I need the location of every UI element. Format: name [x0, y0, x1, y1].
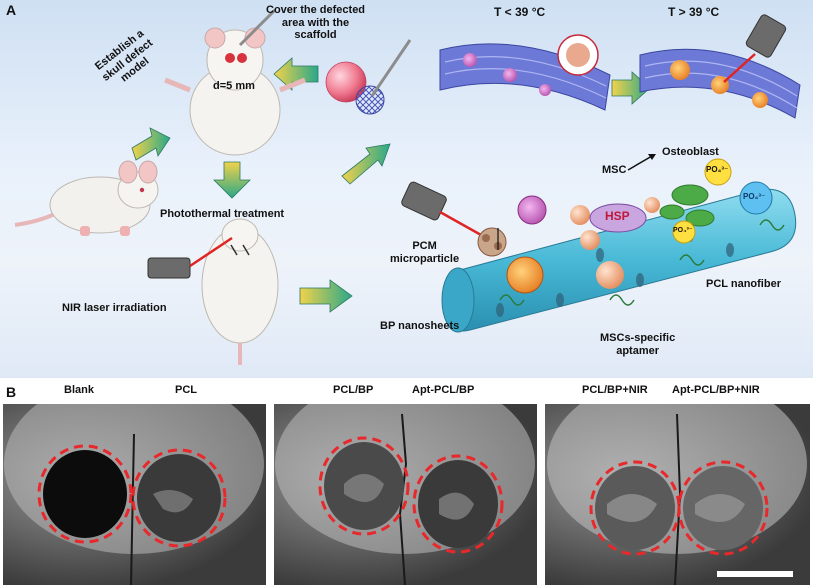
- group-label-pcl: PCL: [175, 384, 197, 396]
- fiber-mesh-high-temp: [639, 14, 801, 119]
- laser-device-left: [147, 236, 233, 279]
- po4-spheres: [672, 158, 773, 244]
- label-aptamer: MSCs-specific aptamer: [600, 332, 676, 357]
- label-pcl-nanofiber: PCL nanofiber: [706, 278, 781, 290]
- defect-ring-apt-pcl-bp: [412, 454, 504, 554]
- defect-ring-pcl-bp: [318, 436, 410, 536]
- panel-b-letter: B: [6, 384, 17, 400]
- aptamers: [499, 219, 785, 306]
- label-diameter: d=5 mm: [213, 80, 255, 92]
- msc-cells: [506, 195, 660, 294]
- laser-device-right: [401, 181, 491, 242]
- arrow-down: [213, 161, 251, 199]
- panel-a-letter: A: [6, 2, 17, 18]
- arrow-establish: [131, 127, 171, 161]
- label-po4-1: PO₄³⁻: [706, 165, 729, 174]
- rat-model: [14, 160, 159, 236]
- arrow-cover: [273, 57, 319, 91]
- label-t-high: T > 39 °C: [668, 5, 720, 19]
- label-bp: BP nanosheets: [380, 320, 460, 332]
- pointer-osteoblast: [627, 155, 653, 171]
- group-label-pcl-bp-nir: PCL/BP+NIR: [582, 384, 648, 396]
- defect-ring-apt-pcl-bp-nir: [677, 460, 769, 556]
- label-osteoblast: Osteoblast: [662, 146, 719, 158]
- label-po4-3: PO₄³⁻: [673, 227, 693, 234]
- defect-ring-pcl: [131, 448, 227, 548]
- ct-image-pcl-bp: [274, 404, 537, 585]
- group-label-pcl-bp: PCL/BP: [333, 384, 374, 396]
- scalpel: [238, 8, 277, 47]
- label-nir: NIR laser irradiation: [62, 302, 167, 314]
- ct-image-nir: [545, 404, 810, 585]
- osteoblast-cells: [659, 184, 715, 227]
- label-pcm: PCM microparticle: [390, 240, 460, 265]
- group-label-apt-pcl-bp: Apt-PCL/BP: [412, 384, 475, 396]
- ct-image-blank-pcl: [3, 404, 266, 585]
- defect-ring-blank: [37, 444, 133, 544]
- label-msc: MSC: [602, 164, 627, 176]
- group-label-blank: Blank: [64, 384, 94, 396]
- label-po4-2: PO₄³⁻: [743, 192, 766, 201]
- panel-a-illustration: [14, 8, 801, 365]
- group-label-apt-pcl-bp-nir: Apt-PCL/BP+NIR: [672, 384, 760, 396]
- label-t-low: T < 39 °C: [494, 5, 546, 19]
- rat-treated: [201, 218, 279, 365]
- label-cover: Cover the defected area with the scaffol…: [266, 4, 366, 42]
- pcm-microparticle: [477, 227, 507, 257]
- scale-bar: [717, 571, 793, 577]
- arrow-bottom: [299, 279, 353, 313]
- fiber-mesh-low-temp: [439, 34, 611, 111]
- arrow-up-right: [341, 143, 391, 185]
- flow-arrows: [131, 57, 651, 313]
- rat-top: [164, 27, 306, 156]
- label-photothermal: Photothermal treatment: [160, 208, 285, 220]
- hsp-protein: [589, 203, 647, 233]
- scaffold: [325, 39, 412, 115]
- label-hsp: HSP: [605, 209, 630, 223]
